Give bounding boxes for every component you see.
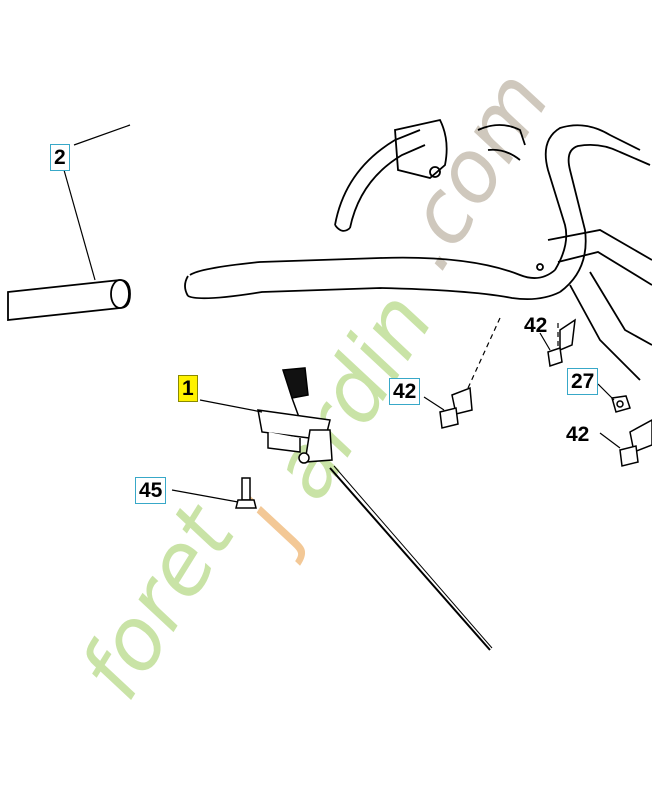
leader-line-42-lower (599, 432, 621, 449)
part-callout-42-mid[interactable]: 42 (389, 378, 421, 405)
part-callout-45[interactable]: 45 (135, 477, 167, 504)
bolt-drawing (235, 477, 257, 509)
leader-line-45 (171, 489, 239, 503)
svg-text:foret: foret (61, 487, 256, 717)
watermark-logo: foret j ardin .com (61, 54, 570, 716)
screw-drawing-lower (619, 419, 652, 467)
handlebar-drawing (184, 124, 652, 381)
screw-drawing-upper (547, 318, 576, 367)
part-callout-2[interactable]: 2 (50, 144, 70, 171)
lever-assembly-drawing (257, 367, 493, 651)
handle-grip-drawing (7, 279, 131, 322)
part-callout-1[interactable]: 1 (178, 375, 198, 402)
part-callout-42-upper[interactable]: 42 (524, 314, 548, 337)
throttle-drawing (334, 118, 526, 232)
leader-line-42-mid (423, 396, 445, 411)
nut-drawing (611, 395, 631, 413)
svg-text:ardin: ardin (251, 276, 453, 516)
leader-line-42-upper (539, 332, 551, 351)
leader-line-27 (597, 383, 615, 401)
svg-text:.com: .com (373, 54, 570, 286)
dashed-guides (467, 317, 559, 389)
leader-line-1 (199, 399, 263, 413)
screw-drawing-mid (439, 386, 473, 429)
leader-line-2 (63, 169, 96, 281)
part-callout-42-lower[interactable]: 42 (566, 423, 590, 446)
leader-line-top (73, 124, 131, 146)
part-callout-27[interactable]: 27 (567, 368, 599, 395)
